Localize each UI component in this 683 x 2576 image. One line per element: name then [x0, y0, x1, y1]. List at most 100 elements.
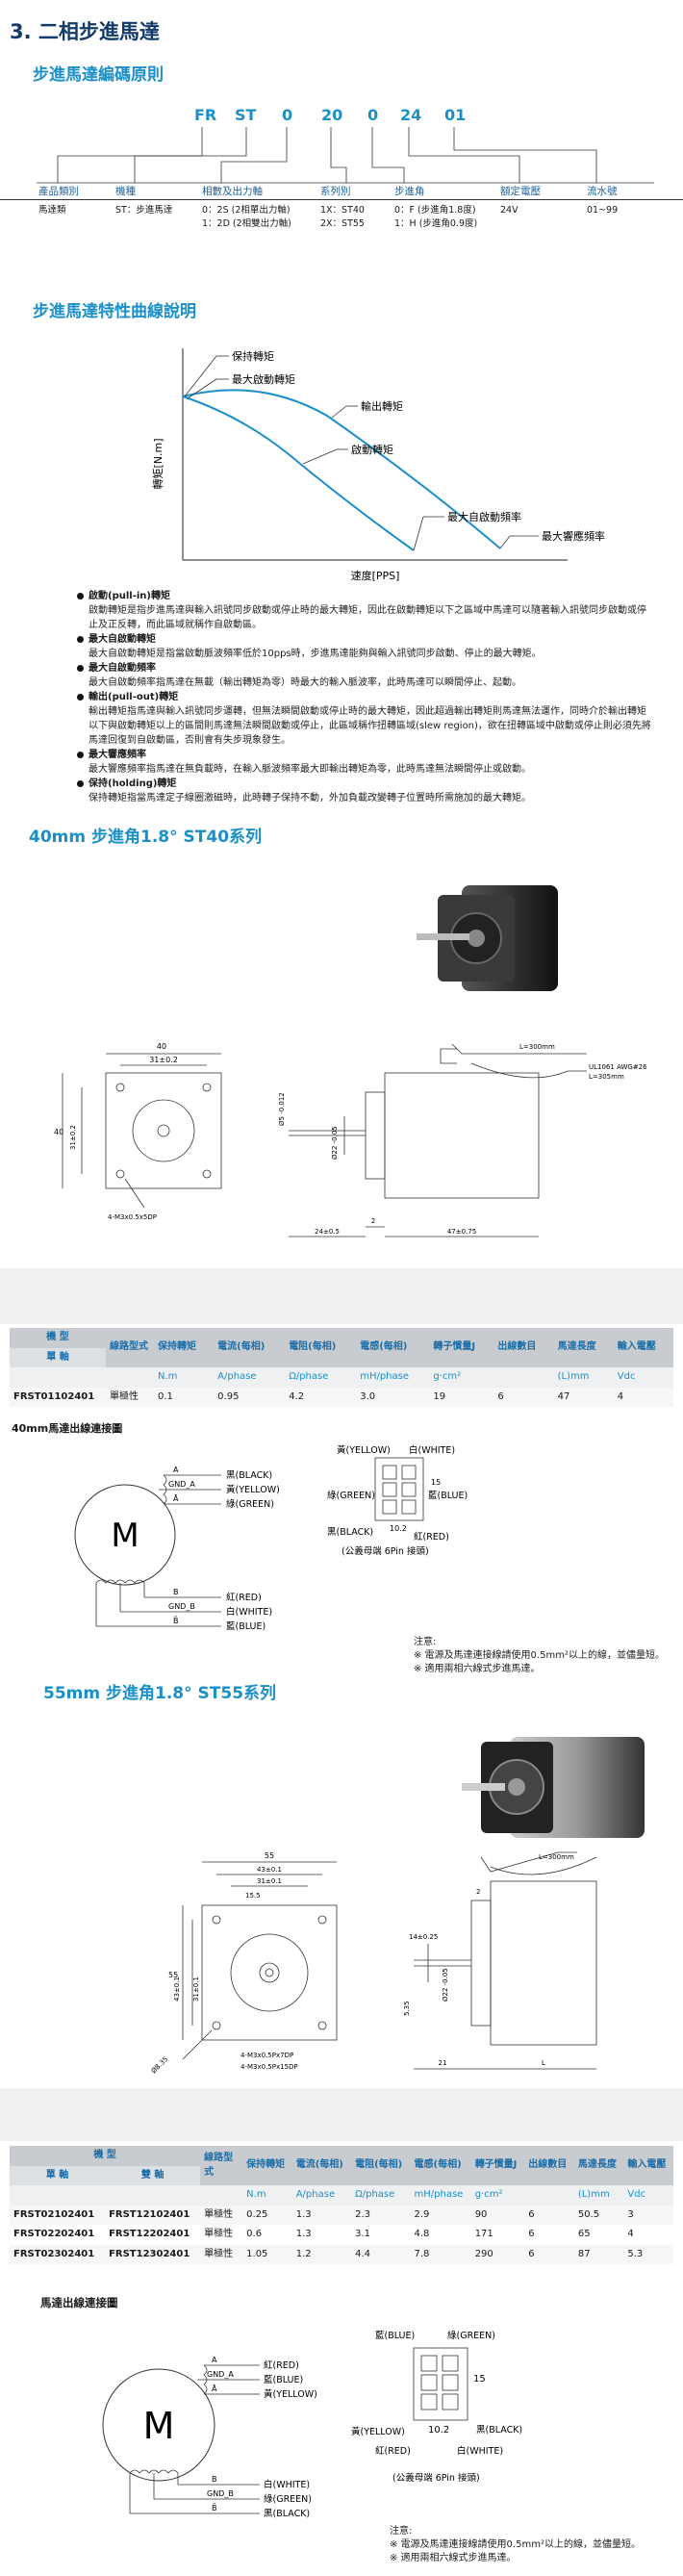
st55-dim: L: [542, 2059, 545, 2067]
coding-header: 機種: [115, 186, 136, 197]
st40-dim-boss: Ø22 -0.05: [331, 1126, 339, 1160]
note-line: ※ 電源及馬達連接線請使用0.5mm²以上的線，並儘量短。: [390, 2539, 641, 2550]
pin-label: A: [173, 1466, 179, 1474]
note-line: ※ 適用兩相六線式步進馬達。: [390, 2553, 517, 2563]
st40-th-col: 電流(每相): [214, 1328, 286, 1367]
wire-color: 黃(YELLOW): [226, 1484, 280, 1495]
pin-label: Ā: [212, 2384, 217, 2393]
table-cell: 0.25: [242, 2205, 292, 2225]
conn-caption: (公義母端 6Pin 接頭): [342, 1545, 429, 1557]
table-cell: 單極性: [200, 2205, 243, 2225]
conn-dim: 10.2: [428, 2425, 449, 2436]
coding-cell: 24V: [500, 205, 519, 216]
definition-item: 最大自啟動轉矩最大自啟動轉矩是指當啟動脈波頻率低於10pps時，步進馬達能夠與輸…: [77, 632, 654, 661]
curve-label: 最大啟動轉矩: [232, 372, 295, 386]
st55-dim: 31±0.1: [257, 1877, 282, 1885]
st55-unit: [524, 2185, 574, 2206]
st55-unit: g·cm²: [470, 2185, 525, 2206]
conn-dim: 15: [431, 1478, 441, 1487]
st55-unit: Ω/phase: [351, 2185, 411, 2206]
pin-label: A: [212, 2356, 217, 2364]
conn-dim: 15: [473, 2374, 486, 2385]
st40-unit: N.m: [154, 1367, 215, 1388]
st40-dim-len2: 47±0.75: [447, 1228, 476, 1236]
st55-unit: (L)mm: [573, 2185, 624, 2206]
st40-dim-shaft-step: 2: [371, 1217, 375, 1225]
conn-caption: (公義母端 6Pin 接頭): [392, 2472, 480, 2484]
coding-header: 額定電壓: [500, 186, 541, 197]
wire-color: 黃(YELLOW): [264, 2388, 317, 2400]
wire-color: 紅(RED): [226, 1593, 262, 1603]
conn-color: 白(WHITE): [409, 1444, 455, 1456]
st55-th-col: 電流(每相): [291, 2146, 352, 2185]
st55-notes: 注意: ※ 電源及馬達連接線請使用0.5mm²以上的線，並儘量短。 ※ 適用兩相…: [390, 2525, 673, 2565]
coding-cell: 1X：ST40: [320, 205, 365, 216]
table-cell: 3: [623, 2205, 673, 2225]
st55-unit: N.m: [242, 2185, 292, 2206]
coding-header: 系列別: [320, 186, 351, 197]
st55-dim: 4-M3x0.5Px15DP: [240, 2063, 298, 2071]
table-cell: 6: [524, 2225, 574, 2245]
coding-cell: 2X：ST55: [320, 218, 365, 229]
st55-dim: Ø22 -0.05: [442, 1968, 449, 2002]
code-part-5: 24: [400, 106, 422, 124]
st55-th-model: 機 型: [10, 2146, 201, 2166]
conn-color: 藍(BLUE): [375, 2330, 415, 2341]
coding-cell: 01~99: [587, 205, 619, 216]
definition-title: 保持(holding)轉矩: [77, 777, 654, 791]
st40-unit: A/phase: [214, 1367, 286, 1388]
coding-cell: 0：2S (2相單出力軸): [202, 205, 291, 216]
definition-desc: 啟動轉矩是指步進馬達與輸入訊號同步啟動或停止時的最大轉矩，因此在啟動轉矩以下之區…: [89, 605, 646, 630]
code-part-3: 20: [321, 106, 343, 124]
definition-item: 保持(holding)轉矩保持轉矩指當馬達定子線圈激磁時，此時轉子保持不動，外加…: [77, 777, 654, 805]
st55-dim: 43±0.1: [257, 1866, 282, 1874]
motor-symbol: M: [143, 2405, 175, 2447]
st55-dim: 2: [476, 1888, 480, 1896]
curve-xlabel: 速度[PPS]: [351, 569, 400, 582]
table-cell: 50.5: [573, 2205, 624, 2225]
st40-dim-h: 40: [54, 1128, 63, 1136]
definition-desc: 最大自啟動轉矩是指當啟動脈波頻率低於10pps時，步進馬達能夠與輸入訊號同步啟動…: [89, 649, 542, 659]
table-cell: 47: [553, 1387, 614, 1407]
table-cell: 4.8: [410, 2225, 471, 2245]
code-part-1: ST: [235, 106, 257, 124]
table-row: FRST02102401 FRST12102401 單極性 0.25 1.3 2…: [10, 2205, 673, 2225]
table-cell: 3.0: [356, 1387, 430, 1407]
st55-wiring-title: 馬達出線連接圖: [40, 2296, 118, 2309]
st55-dim: 55: [265, 1851, 274, 1860]
note-title: 注意:: [390, 2526, 413, 2537]
st40-unit: Ω/phase: [285, 1367, 357, 1388]
st55-dim: 4-M3x0.5Px7DP: [240, 2052, 293, 2059]
curve-label: 最大響應頻率: [542, 529, 605, 543]
st40-unit: mH/phase: [356, 1367, 430, 1388]
table-cell: 6: [524, 2244, 574, 2264]
wire-color: 藍(BLUE): [264, 2374, 303, 2385]
table-cell: 1.2: [291, 2244, 352, 2264]
curve-label: 輸出轉矩: [361, 399, 403, 413]
st40-notes: 注意: ※ 電源及馬達連接線請使用0.5mm²以上的線，並儘量短。 ※ 適用兩相…: [414, 1636, 673, 1676]
table-cell: FRST01102401: [10, 1387, 106, 1407]
curve-ylabel: 轉矩[N.m]: [152, 438, 164, 489]
definition-desc: 輸出轉矩指馬達與輸入訊號同步運轉，但無法瞬間啟動或停止時的最大轉矩，因此超過輸出…: [89, 706, 651, 746]
conn-color: 紅(RED): [414, 1532, 449, 1543]
st40-th-col: 轉子慣量J: [429, 1328, 494, 1367]
definition-desc: 保持轉矩指當馬達定子線圈激磁時，此時轉子保持不動，外加負載改變轉子位置時所需施加…: [89, 793, 531, 803]
st55-spec-table: 機 型 線路型式 保持轉矩 電流(每相) 電阻(每相) 電感(每相) 轉子慣量J…: [10, 2146, 673, 2264]
pin-label: B̄: [212, 2503, 217, 2512]
table-cell: 單極性: [200, 2244, 243, 2264]
st40-th-col: 輸入電壓: [613, 1328, 673, 1367]
st40-dim-hole: 31±0.2: [149, 1056, 178, 1064]
wire-color: 綠(GREEN): [264, 2493, 312, 2505]
table-cell: 90: [470, 2205, 525, 2225]
st40-th-col: 電感(每相): [356, 1328, 430, 1367]
table-cell: 7.8: [410, 2244, 471, 2264]
coding-cell: ST：步進馬達: [115, 205, 173, 216]
st40-th-col: 出線數目: [493, 1328, 554, 1367]
coding-cell: 1：H (步進角0.9度): [394, 218, 478, 229]
conn-color: 綠(GREEN): [327, 1490, 375, 1501]
table-cell: 0.6: [242, 2225, 292, 2245]
table-cell: 4: [623, 2225, 673, 2245]
coding-header: 相數及出力軸: [202, 186, 263, 197]
table-cell: FRST12102401: [105, 2205, 201, 2225]
pin-label: GND_B: [168, 1602, 195, 1611]
